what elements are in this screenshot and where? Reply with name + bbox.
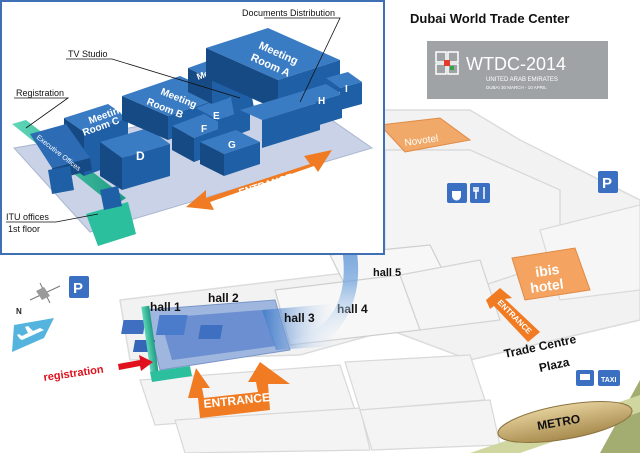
restaurant-icon [470,183,490,203]
compass-north-label: N [16,307,22,316]
room-g [200,130,260,176]
inset-panel: Meeting Room C D Executive Offices Meeti… [0,0,385,255]
room-h-label: H [318,96,325,107]
room-i [326,72,362,110]
room-f-label: F [201,124,207,135]
callout-line-documents [264,17,341,103]
registration-arrow [118,355,153,371]
teal-registration-strip [141,305,159,377]
documents-block-front [262,102,320,148]
hall-1-label: hall 1 [150,300,181,314]
venue-title: Dubai World Trade Center [410,11,569,26]
room-d-label: D [136,149,145,163]
callout-registration: Registration [16,88,64,98]
room-i-label: I [345,84,348,95]
registration-map-label: registration [43,364,105,384]
inset-small-block-2 [100,186,122,210]
cup-glyph [452,191,461,201]
ibis-label-2: hotel [529,275,564,296]
callout-line-itu [6,213,99,223]
plaza-label-2: Plaza [538,355,571,375]
bus-window [580,374,590,380]
ibis-building [511,247,591,301]
block-right [399,259,501,331]
wtdc-logo-brand: WTDC-2014 [466,54,566,74]
parking-label-west: P [73,280,83,297]
metro-station [497,401,633,443]
compass-icon [29,282,61,304]
parking-icon-west [69,276,89,298]
wtdc-logo-country: UNITED ARAB EMIRATES [486,77,558,83]
callout-documents-distribution: Documents Distribution [242,8,335,18]
novotel-building [378,117,472,153]
hall-3-label: hall 3 [284,311,315,325]
hall-room-3 [198,325,223,339]
taxi-icon [598,370,620,386]
wtdc-emblem-icon [435,51,459,75]
taxi-label: TAXI [601,377,616,384]
hall-room-1 [121,320,146,334]
inset-itu-office [86,202,136,246]
parking-label-east: P [602,175,612,192]
wtdc-logo-dates: DUBAI 30 MARCH - 10 APRIL [486,85,547,90]
teal-registration-base [150,366,192,382]
main-entrance-arrow [188,362,290,418]
fork-knife-glyph [473,187,485,199]
side-entrance-arrow [486,288,540,342]
room-g-label: G [228,140,236,151]
callout-itu-offices-1: ITU offices [6,212,49,222]
callout-line-registration [14,97,70,129]
hall-room-2 [155,315,188,335]
wtdc-logo: WTDC-2014 UNITED ARAB EMIRATES DUBAI 30 … [427,41,608,99]
callout-line-tv [66,58,241,99]
hall-5-label: hall 5 [373,267,401,279]
inset-entrance-arrow [186,150,332,210]
airport-icon [12,318,54,352]
room-d [100,128,170,190]
room-h [300,84,342,126]
block-bottom-2 [174,407,371,453]
base-map: Novotel ibis hotel hall 1 hall 2 hall 3 … [12,109,640,453]
inset-small-block-1 [48,166,74,194]
room-e-label: E [213,111,220,122]
novotel-label: Novotel [404,133,439,149]
callout-itu-offices-2: 1st floor [8,224,40,234]
parking-icon-east [598,171,618,193]
ibis-label-1: ibis [534,261,560,280]
callout-tv-studio: TV Studio [68,49,108,59]
main-entrance-label: ENTRANCE [203,390,271,411]
documents-block [240,92,320,120]
hall-2-label: hall 2 [208,291,239,305]
